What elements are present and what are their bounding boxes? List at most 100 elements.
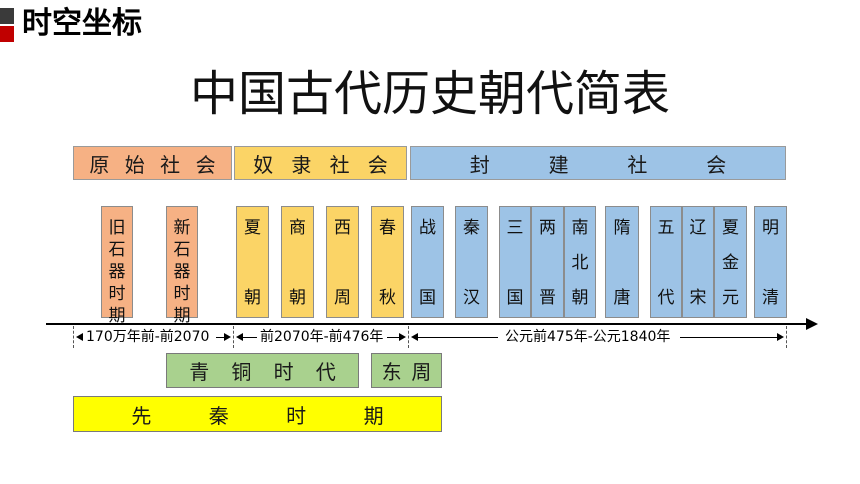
era-char: 会 [706, 152, 727, 177]
band-char: 秦 [208, 403, 229, 428]
era-char: 建 [548, 152, 569, 177]
period-sui-tang: 隋 唐 [605, 206, 639, 318]
period-char: 国 [506, 288, 524, 308]
arrow-left-icon [411, 333, 418, 341]
arrow-right-icon [224, 333, 231, 341]
period-char: 春 [379, 218, 396, 238]
section-title: 时空坐标 [22, 6, 142, 41]
band-char: 青 [189, 360, 210, 384]
period-western-zhou: 西 周 [326, 206, 359, 318]
period-char: 旧 [108, 218, 126, 238]
period-char: 秦 [463, 218, 480, 238]
period-char: 朝 [244, 288, 261, 308]
period-char: 两 [539, 218, 556, 238]
period-char: 元 [722, 288, 739, 308]
era-feudal-society: 封 建 社 会 [410, 146, 786, 180]
arrow-left-icon [76, 333, 83, 341]
era-char: 始 [124, 152, 145, 177]
band-eastern-zhou: 东 周 [371, 353, 442, 388]
era-char: 社 [329, 152, 350, 177]
band-char: 时 [286, 403, 307, 428]
period-char: 西 [334, 218, 351, 238]
period-char: 辽 [689, 218, 707, 238]
band-char: 铜 [231, 360, 252, 384]
timeline-segment-line [680, 337, 777, 338]
period-old-stone-age: 旧 石 器 时 期 [101, 206, 133, 326]
period-char: 隋 [613, 218, 631, 238]
band-bronze-age: 青 铜 时 代 [166, 353, 359, 388]
period-char: 明 [762, 218, 779, 238]
timeline-tick [233, 326, 234, 348]
era-char: 奴 [253, 152, 274, 177]
period-qin-han: 秦 汉 [455, 206, 488, 318]
period-char: 石 [108, 240, 126, 260]
period-char: 北 [571, 253, 589, 273]
band-char: 时 [273, 360, 294, 384]
page-title: 中国古代历史朝代简表 [189, 66, 670, 122]
period-char: 秋 [379, 288, 396, 308]
band-char: 先 [131, 403, 152, 428]
era-char: 社 [627, 152, 648, 177]
period-char: 器 [108, 262, 126, 282]
period-char: 时 [173, 284, 191, 304]
header-bar-red [0, 26, 14, 42]
timeline-segment-line [387, 337, 399, 338]
period-three-kingdoms: 三 国 [499, 206, 531, 318]
band-char: 东 [381, 360, 402, 384]
period-char: 新 [173, 218, 191, 238]
period-shang-dynasty: 商 朝 [281, 206, 314, 318]
period-char: 五 [657, 218, 675, 238]
era-slave-society: 奴 隶 社 会 [234, 146, 407, 180]
band-char: 代 [315, 360, 336, 384]
band-char: 周 [411, 360, 432, 384]
era-char: 原 [89, 152, 110, 177]
timeline-tick [786, 326, 787, 348]
timeline-segment-line [216, 337, 224, 338]
period-char: 期 [108, 306, 126, 326]
period-char: 三 [506, 218, 524, 238]
period-char: 清 [762, 288, 779, 308]
period-xia-jin-yuan: 夏 金 元 [714, 206, 747, 318]
period-spring-autumn: 春 秋 [371, 206, 404, 318]
period-char: 周 [334, 288, 351, 308]
period-char: 国 [419, 288, 436, 308]
period-char: 夏 [722, 218, 739, 238]
timeline-segment-line [243, 337, 257, 338]
timeline-tick [73, 326, 74, 348]
timeline-axis [46, 323, 808, 325]
period-char: 代 [657, 288, 675, 308]
period-char: 期 [173, 306, 191, 326]
period-char: 朝 [571, 288, 589, 308]
period-char: 晋 [539, 288, 556, 308]
era-char: 会 [195, 152, 216, 177]
era-char: 会 [367, 152, 388, 177]
period-char: 南 [571, 218, 589, 238]
band-char: 期 [363, 403, 384, 428]
period-two-jin: 两 晋 [531, 206, 564, 318]
period-char: 唐 [613, 288, 631, 308]
timeline-segment-feudal: 公元前475年-公元1840年 [505, 329, 671, 345]
period-southern-northern: 南 北 朝 [564, 206, 596, 318]
period-char: 石 [173, 240, 191, 260]
period-ming-qing: 明 清 [754, 206, 787, 318]
timeline-segment-line [418, 337, 498, 338]
era-primitive-society: 原 始 社 会 [73, 146, 232, 180]
period-new-stone-age: 新 石 器 时 期 [166, 206, 198, 326]
period-xia-dynasty: 夏 朝 [236, 206, 269, 318]
timeline-arrow-icon [806, 318, 818, 330]
arrow-right-icon [399, 333, 406, 341]
period-char: 夏 [244, 218, 261, 238]
band-pre-qin-period: 先 秦 时 期 [73, 396, 442, 432]
header-bar-dark [0, 8, 14, 24]
timeline-segment-slave: 前2070年-前476年 [260, 329, 384, 345]
period-char: 汉 [463, 288, 480, 308]
era-char: 封 [469, 152, 490, 177]
timeline-segment-primitive: 170万年前-前2070 [86, 329, 210, 345]
period-char: 战 [419, 218, 436, 238]
arrow-right-icon [777, 333, 784, 341]
era-char: 隶 [291, 152, 312, 177]
era-char: 社 [160, 152, 181, 177]
period-char: 商 [289, 218, 306, 238]
arrow-left-icon [236, 333, 243, 341]
period-warring-states: 战 国 [411, 206, 444, 318]
